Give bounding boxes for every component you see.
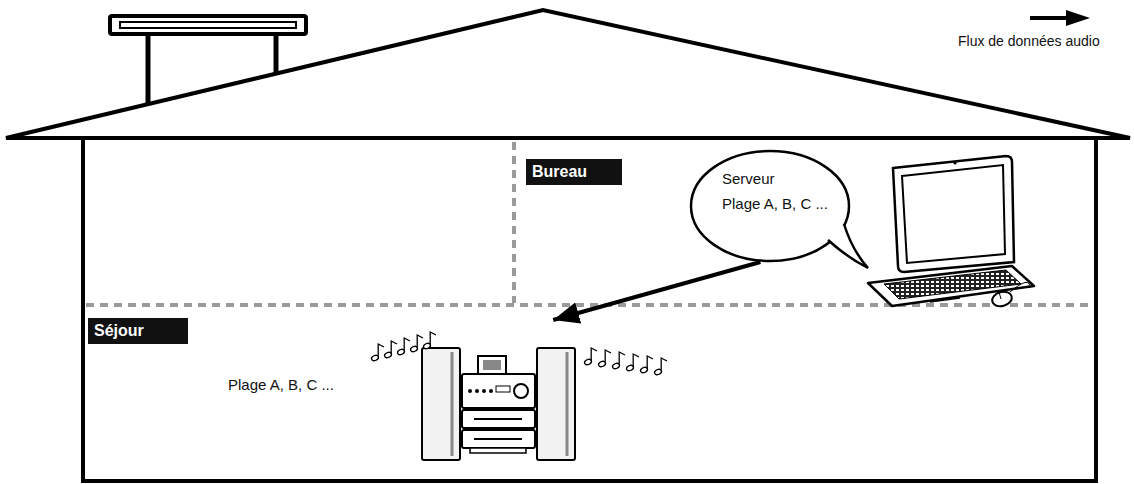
audio-flow-connector: [553, 262, 760, 320]
node-text: Plage A, B, C ...: [228, 376, 334, 393]
laptop-illustration: [868, 156, 1034, 308]
node-text: Plage A, B, C ...: [722, 195, 828, 212]
legend-text: Flux de données audio: [958, 33, 1130, 49]
flow-arrow: [553, 262, 760, 320]
room-divider: [512, 142, 516, 303]
room-label: Séjour: [88, 318, 188, 344]
room-name: Bureau: [532, 163, 587, 181]
house-walls: [83, 138, 1096, 481]
room-divider: [86, 303, 1094, 307]
house-roof: [6, 10, 1130, 138]
speech-bubble: ServeurPlage A, B, C ...: [690, 150, 850, 262]
room-label: Bureau: [526, 159, 622, 185]
bubble-tail: [828, 224, 868, 268]
legend-arrow-sample: [958, 8, 1130, 30]
node-text: Serveur: [722, 170, 775, 187]
music-notes: [371, 332, 667, 376]
bubble-ellipse: [691, 151, 849, 261]
stereo-group: Plage A, B, C ...: [210, 320, 600, 470]
room-name: Séjour: [94, 322, 144, 340]
stereo-illustration: [422, 348, 575, 460]
legend-entry: Flux de données audio: [958, 8, 1130, 49]
